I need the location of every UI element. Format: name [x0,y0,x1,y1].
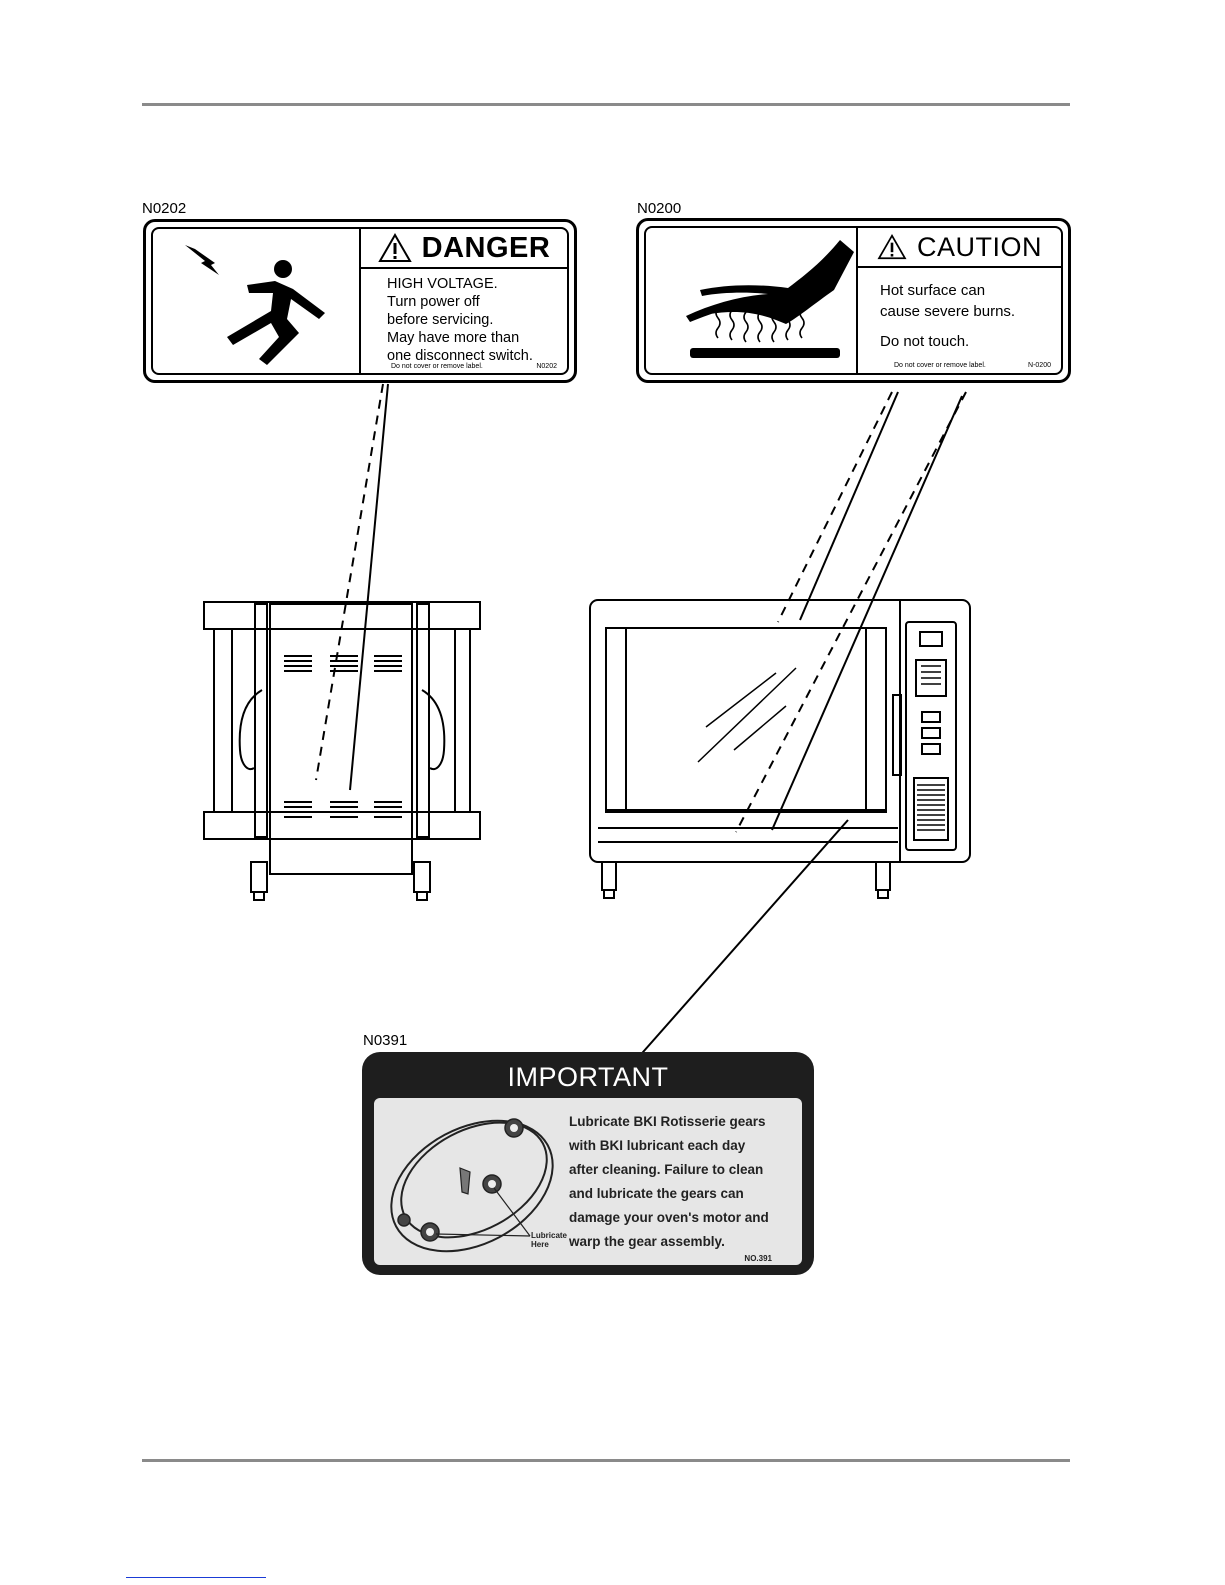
danger-line: May have more than [387,330,520,346]
danger-line: before servicing. [387,312,494,328]
caution-signal-word: CAUTION [917,231,1042,262]
rear-view-drawing [203,601,481,901]
caution-leader-lines [735,391,967,833]
caution-label-code: N0200 [637,200,682,217]
important-label: IMPORTANT Lubr [362,1052,814,1275]
caution-header: CAUTION [858,228,1061,268]
danger-signal-word: DANGER [421,231,551,264]
caution-label-frame: CAUTION Hot surface can cause severe bur… [644,226,1063,375]
important-line: after cleaning. Failure to clean [569,1162,764,1177]
front-view-drawing [589,599,971,899]
important-message: Lubricate BKI Rotisserie gears with BKI … [569,1110,769,1254]
danger-header: DANGER [361,229,567,269]
caution-small-code: N-0200 [1028,362,1051,369]
important-heading: IMPORTANT [507,1062,669,1092]
danger-label-code: N0202 [142,200,187,217]
important-line: with BKI lubricant each day [569,1138,746,1153]
gear-plate-icon [390,1118,554,1253]
warning-triangle-icon [377,233,412,262]
caution-line: Hot surface can [880,282,986,299]
lube-note-line: Lubricate [531,1231,568,1240]
important-panel: Lubricate Here Lubricate BKI Rotisserie … [374,1098,802,1265]
caution-text-panel: CAUTION Hot surface can cause severe bur… [856,228,1061,373]
important-label-code: N0391 [363,1032,408,1049]
rear-vents [284,655,402,818]
caution-label: CAUTION Hot surface can cause severe bur… [636,218,1071,383]
caution-message: Hot surface can cause severe burns. Do n… [880,280,1015,352]
important-line: warp the gear assembly. [569,1234,725,1249]
danger-label: DANGER HIGH VOLTAGE. Turn power off befo… [143,219,577,383]
danger-message: HIGH VOLTAGE. Turn power off before serv… [387,275,533,365]
danger-label-frame: DANGER HIGH VOLTAGE. Turn power off befo… [151,227,569,375]
danger-leader-lines [315,383,389,791]
important-small-code: NO.391 [744,1254,772,1263]
lube-note-line: Here [531,1240,549,1249]
footer-link-underline [126,1577,266,1578]
important-leader-line [635,819,849,1061]
lubricate-here-note: Lubricate Here [531,1231,567,1249]
footer-rule [142,1459,1070,1462]
warning-triangle-icon [877,234,907,260]
important-line: Lubricate BKI Rotisserie gears [569,1114,766,1129]
important-line: and lubricate the gears can [569,1186,744,1201]
danger-text-panel: DANGER HIGH VOLTAGE. Turn power off befo… [359,229,567,373]
electric-shock-icon [185,245,325,365]
caution-line: Do not touch. [880,333,970,350]
danger-line: HIGH VOLTAGE. [387,276,498,292]
danger-line: Turn power off [387,294,480,310]
danger-fine-print: Do not cover or remove label. [391,363,483,370]
important-line: damage your oven's motor and [569,1210,769,1225]
danger-line: one disconnect switch. [387,348,533,364]
front-panel-details [917,665,945,831]
header-rule [142,103,1070,106]
danger-small-code: N0202 [536,363,557,370]
hot-surface-icon [686,240,854,358]
glass-reflection-lines [697,667,797,763]
caution-line: cause severe burns. [880,303,1016,320]
caution-fine-print: Do not cover or remove label. [894,362,986,369]
